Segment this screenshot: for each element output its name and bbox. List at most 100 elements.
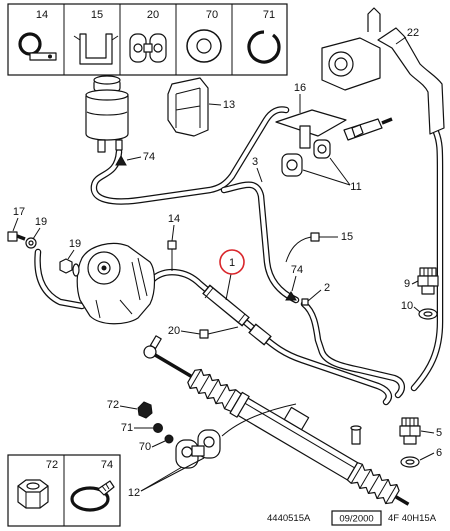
callout-1: 1 xyxy=(229,257,235,269)
leader-line xyxy=(151,440,166,448)
seal-hole xyxy=(405,459,415,465)
callout-12: 12 xyxy=(128,487,140,499)
leader-line xyxy=(207,326,239,335)
callout-14: 14 xyxy=(168,213,180,225)
seal-6 xyxy=(400,456,420,468)
nut-hole xyxy=(26,482,40,490)
pressure-switch xyxy=(343,118,383,141)
bellows-ribs xyxy=(189,369,237,409)
callout-labels: 22 13 74 16 3 11 17 19 19 14 1 15 74 2 9… xyxy=(13,27,442,499)
legend-top: 14 15 20 70 71 xyxy=(7,3,288,76)
leader-line xyxy=(32,227,41,240)
tie-rod-right xyxy=(394,495,410,506)
right-pipe-fill xyxy=(412,130,442,390)
leader-line xyxy=(413,306,421,313)
callout-square xyxy=(199,329,209,339)
nut-72 xyxy=(137,401,153,419)
seal-hole xyxy=(423,311,433,317)
grommet-hole xyxy=(153,43,163,53)
bolt-17-head xyxy=(7,231,18,242)
steering-rack xyxy=(143,335,410,506)
tie-rod-end-left xyxy=(143,345,157,359)
leader-line xyxy=(307,289,322,302)
hose-sleeve-fill xyxy=(250,325,270,344)
legend-bottom: 72 74 xyxy=(7,454,121,527)
double-grommet-icon xyxy=(129,33,167,63)
callout-16: 16 xyxy=(294,82,306,94)
rack-bellows-right xyxy=(346,462,400,505)
callout-70: 70 xyxy=(139,441,151,453)
stud-top xyxy=(350,425,362,431)
callout-71: 71 xyxy=(121,422,133,434)
bolt-17-shank xyxy=(16,234,26,241)
callout-10: 10 xyxy=(401,300,413,312)
clip-marker-triangle xyxy=(115,154,127,166)
leader-line xyxy=(119,405,138,410)
rack-bellows-left xyxy=(187,368,242,412)
p-clip-tab xyxy=(29,52,57,61)
callout-20: 20 xyxy=(168,325,180,337)
pump-body xyxy=(76,242,156,325)
leader-line xyxy=(67,249,75,260)
seal-10 xyxy=(418,308,438,320)
support-bracket-22 xyxy=(321,7,445,135)
fitting-nose xyxy=(403,435,417,445)
legend-ref: 72 xyxy=(46,459,58,471)
seal-washer-19-hole xyxy=(28,240,34,246)
leader-line xyxy=(395,36,407,45)
pipes xyxy=(38,109,440,402)
pipe-clip-jaws xyxy=(73,35,119,41)
callout-74-pipe: 74 xyxy=(291,264,303,276)
clamp-ribs xyxy=(101,483,110,492)
callout-square xyxy=(310,232,320,242)
leader-line xyxy=(208,103,222,106)
callout-17: 17 xyxy=(13,206,25,218)
pipe-bracket-16 xyxy=(275,109,393,149)
rack-housing xyxy=(230,393,359,481)
fitting-9 xyxy=(417,267,439,295)
mount-fasteners xyxy=(137,401,174,444)
steering-pump xyxy=(76,242,156,325)
union-19-washer xyxy=(72,263,80,277)
leader-line xyxy=(171,224,175,242)
bellows-ribs xyxy=(350,464,398,504)
callout-19-a: 19 xyxy=(35,216,47,228)
fitting-lines xyxy=(405,418,415,436)
bracket-16-plate xyxy=(275,109,347,137)
legend-ref: 71 xyxy=(263,9,275,21)
callout-2: 2 xyxy=(324,282,330,294)
tie-rod-left xyxy=(152,352,193,378)
pipe-3-fill xyxy=(222,182,298,302)
union-19 xyxy=(59,258,73,274)
rack-housing-edge xyxy=(244,402,355,469)
clip-marker-triangle xyxy=(285,291,297,301)
washer-71 xyxy=(153,423,163,433)
leader-lines xyxy=(12,36,435,492)
pump-ribs xyxy=(95,257,148,319)
drawing-number: 4440515A xyxy=(267,513,311,524)
callout-15: 15 xyxy=(341,231,353,243)
hose-ferrule xyxy=(237,313,246,324)
fitting-nose xyxy=(421,285,435,295)
legend-ref: 20 xyxy=(147,9,159,21)
legend-ref: 70 xyxy=(206,9,218,21)
feed-hose-fill xyxy=(35,250,84,308)
bracket-22-tab xyxy=(367,7,381,32)
clamp-hole xyxy=(203,436,215,448)
leader-line xyxy=(291,275,297,292)
fluid-reservoir xyxy=(85,75,129,153)
snap-ring xyxy=(247,30,281,64)
legend-ref: 14 xyxy=(36,9,48,21)
legend-top-frame xyxy=(7,3,288,76)
reservoir-band xyxy=(86,111,128,116)
pipe-connector xyxy=(301,298,309,306)
clamp-band xyxy=(70,486,110,512)
reservoir-outlet xyxy=(97,139,106,153)
p-clip-icon xyxy=(18,32,57,61)
grommet-11-a-hole xyxy=(286,159,298,171)
leader-line xyxy=(180,330,201,335)
fitting-5 xyxy=(399,417,421,445)
bracket-22-hole xyxy=(334,57,348,71)
callout-3: 3 xyxy=(252,156,258,168)
